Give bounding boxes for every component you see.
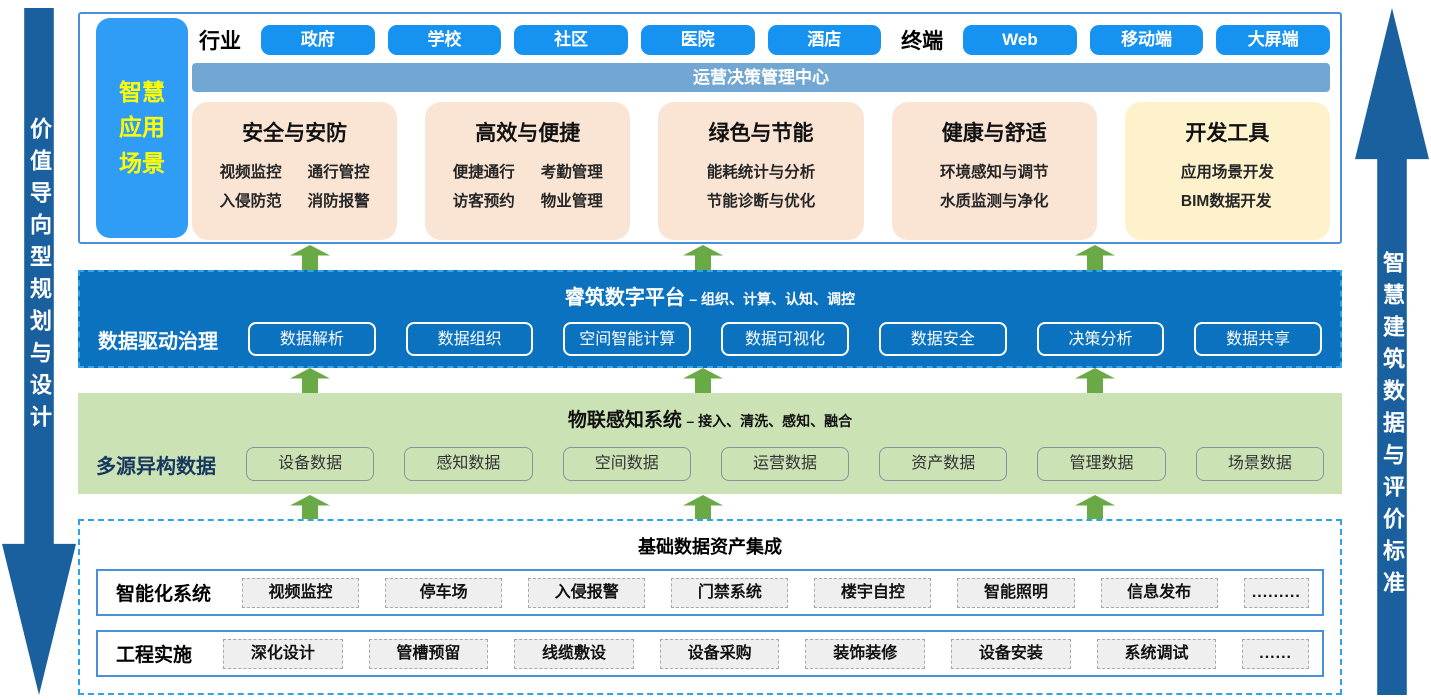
system-pill: 停车场 [385, 577, 503, 608]
impl-pill: 装饰装修 [805, 638, 926, 669]
card-title: 高效与便捷 [475, 122, 581, 145]
card-items: 能耗统计与分析 节能诊断与优化 [706, 164, 816, 210]
card-items: 环境感知与调节 水质监测与净化 [939, 164, 1049, 210]
arrow-gap [78, 244, 1342, 270]
card-green-energy: 绿色与节能 能耗统计与分析 节能诊断与优化 [658, 102, 864, 240]
platform-title-suffix: – 组织、计算、认知、调控 [689, 291, 856, 307]
row-label: 智能化系统 [116, 584, 212, 605]
platform-pill: 数据可视化 [721, 322, 849, 356]
data-pill: 管理数据 [1037, 447, 1166, 481]
impl-pill: 系统调试 [1096, 638, 1217, 669]
right-arrow-label: 智慧建筑数据与评价标准 [1380, 250, 1405, 603]
industry-pill: 学校 [387, 25, 502, 55]
industry-label: 行业 [199, 30, 241, 53]
scenario-label: 智慧 应用 场景 [119, 78, 165, 176]
card-health-comfort: 健康与舒适 环境感知与调节 水质监测与净化 [891, 102, 1097, 240]
industry-pill: 酒店 [767, 25, 882, 55]
up-arrow-icon [290, 245, 330, 270]
impl-pill-more: ...... [1242, 638, 1309, 669]
iot-title-suffix: – 接入、清洗、感知、融合 [686, 413, 853, 429]
arrow-gap [78, 494, 1342, 520]
card-title: 健康与舒适 [941, 122, 1047, 145]
system-pill: 视频监控 [242, 577, 360, 608]
data-pill: 资产数据 [879, 447, 1008, 481]
card-efficiency: 高效与便捷 便捷通行 考勤管理 访客预约 物业管理 [425, 102, 631, 240]
card-items: 便捷通行 考勤管理 访客预约 物业管理 [452, 164, 603, 210]
impl-pill: 管槽预留 [368, 638, 489, 669]
platform-title-main: 睿筑数字平台 [564, 287, 685, 309]
platform-pill: 数据安全 [878, 322, 1007, 356]
platform-pill: 数据组织 [405, 322, 534, 356]
industry-pill: 政府 [261, 25, 375, 55]
digital-platform-band: 睿筑数字平台 – 组织、计算、认知、调控 数据驱动治理 数据解析 数据组织 空间… [78, 270, 1342, 368]
data-pill: 运营数据 [720, 447, 850, 481]
arrow-gap [78, 368, 1342, 393]
iot-label: 多源异构数据 [96, 455, 216, 478]
system-pill: 楼宇自控 [814, 577, 932, 608]
card-title: 安全与安防 [242, 122, 348, 145]
data-pill: 空间数据 [562, 447, 691, 481]
card-items: 应用场景开发 BIM数据开发 [1180, 164, 1274, 210]
industry-pill: 医院 [640, 25, 755, 55]
operations-banner: 运营决策管理中心 [192, 63, 1330, 92]
card-security: 安全与安防 视频监控 通行管控 入侵防范 消防报警 [192, 102, 398, 240]
card-dev-tools: 开发工具 应用场景开发 BIM数据开发 [1124, 102, 1331, 240]
industry-pill: 社区 [514, 25, 628, 55]
card-title: 开发工具 [1185, 122, 1270, 145]
up-arrow-icon [683, 495, 723, 520]
left-arrow-label: 价值导向型规划与设计 [27, 116, 52, 437]
platform-pill: 数据解析 [248, 322, 376, 356]
impl-pill: 线缆敷设 [514, 638, 634, 669]
up-arrow-icon [1075, 495, 1115, 520]
terminal-pill: 大屏端 [1216, 25, 1330, 55]
iot-title: 物联感知系统 – 接入、清洗、感知、融合 [78, 405, 1342, 432]
up-arrow-icon [683, 245, 723, 270]
impl-pill: 深化设计 [223, 638, 343, 669]
platform-row: 数据驱动治理 数据解析 数据组织 空间智能计算 数据可视化 数据安全 决策分析 … [80, 322, 1340, 356]
system-pill: 入侵报警 [528, 577, 646, 608]
up-arrow-icon [683, 368, 723, 393]
system-pill-more: ......... [1243, 577, 1309, 608]
platform-pill: 空间智能计算 [563, 322, 692, 356]
platform-label: 数据驱动治理 [98, 330, 218, 353]
up-arrow: 智慧建筑数据与评价标准 [1355, 8, 1429, 695]
platform-pill: 数据共享 [1194, 322, 1323, 356]
down-arrow: 价值导向型规划与设计 [2, 8, 76, 695]
terminal-label: 终端 [901, 30, 944, 53]
iot-perception-band: 物联感知系统 – 接入、清洗、感知、融合 多源异构数据 设备数据 感知数据 空间… [78, 393, 1342, 494]
iot-title-main: 物联感知系统 [567, 410, 682, 431]
system-pill: 智能照明 [957, 577, 1075, 608]
data-pill: 感知数据 [404, 447, 533, 481]
up-arrow-icon [290, 368, 330, 393]
card-title: 绿色与节能 [708, 122, 814, 145]
intelligent-systems-row: 智能化系统 视频监控 停车场 入侵报警 门禁系统 楼宇自控 智能照明 信息发布 … [96, 569, 1324, 616]
engineering-row: 工程实施 深化设计 管槽预留 线缆敷设 设备采购 装饰装修 设备安装 系统调试 … [96, 630, 1324, 677]
impl-pill: 设备采购 [659, 638, 780, 669]
smart-application-section: 智慧 应用 场景 行业 政府 学校 社区 医院 酒店 终端 Web 移动端 大屏… [78, 12, 1342, 244]
terminal-pill: 移动端 [1089, 25, 1204, 55]
up-arrow-icon [1075, 245, 1115, 270]
data-pill: 设备数据 [246, 447, 375, 481]
iot-row: 多源异构数据 设备数据 感知数据 空间数据 运营数据 资产数据 管理数据 场景数… [78, 447, 1342, 481]
industry-terminal-row: 行业 政府 学校 社区 医院 酒店 终端 Web 移动端 大屏端 [192, 20, 1330, 60]
platform-pill: 决策分析 [1036, 322, 1165, 356]
scenario-box: 智慧 应用 场景 [96, 18, 188, 238]
impl-pill: 设备安装 [951, 638, 1071, 669]
up-arrow-icon [290, 495, 330, 520]
row-label: 工程实施 [116, 645, 193, 666]
base-section-title: 基础数据资产集成 [638, 537, 782, 557]
base-data-section: 基础数据资产集成 智能化系统 视频监控 停车场 入侵报警 门禁系统 楼宇自控 智… [78, 519, 1342, 695]
terminal-pill: Web [963, 25, 1077, 55]
data-pill: 场景数据 [1195, 447, 1324, 481]
platform-title: 睿筑数字平台 – 组织、计算、认知、调控 [80, 281, 1340, 310]
system-pill: 门禁系统 [671, 577, 789, 608]
scenario-cards: 安全与安防 视频监控 通行管控 入侵防范 消防报警 高效与便捷 便捷通行 考勤管… [192, 102, 1331, 240]
diagram-main: 智慧 应用 场景 行业 政府 学校 社区 医院 酒店 终端 Web 移动端 大屏… [78, 0, 1342, 700]
card-items: 视频监控 通行管控 入侵防范 消防报警 [219, 164, 370, 210]
top-content: 行业 政府 学校 社区 医院 酒店 终端 Web 移动端 大屏端 运营决策管理中… [192, 20, 1331, 240]
up-arrow-icon [1075, 368, 1115, 393]
system-pill: 信息发布 [1100, 577, 1218, 608]
